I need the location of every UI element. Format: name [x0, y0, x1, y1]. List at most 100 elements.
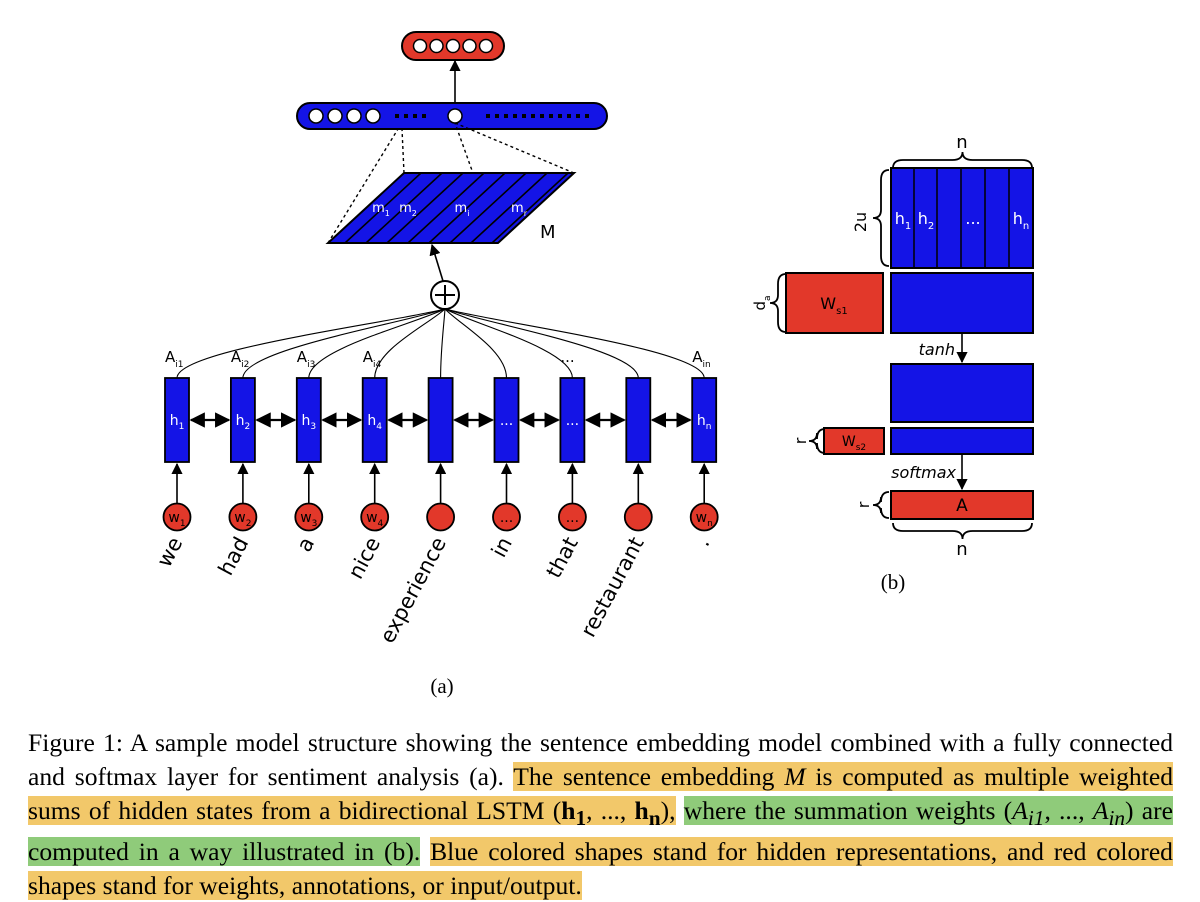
hidden-matrix-column-label: ... [965, 209, 980, 228]
hidden-matrix-column-label: h1 [895, 209, 912, 232]
tanh-input-rect [890, 272, 1034, 334]
input-word: nice [343, 533, 385, 583]
input-word-node: ... [492, 502, 521, 532]
hidden-matrix-rect [890, 167, 1034, 269]
hidden-state: hn [691, 377, 718, 463]
fully-connected-node [447, 108, 463, 124]
input-word-node: ... [558, 502, 587, 532]
matrix-m-row-line [344, 173, 422, 243]
input-word-label: w2 [234, 510, 251, 529]
fully-connected-layer [296, 102, 608, 130]
input-word-node: w2 [228, 502, 258, 532]
figure-a-sublabel: (a) [430, 674, 453, 698]
attention-weight-label: Ain [692, 348, 710, 370]
matrix-m-row-line [554, 173, 574, 243]
input-word-label: ... [566, 510, 579, 526]
attention-matrix-a-rect [890, 490, 1034, 520]
input-word-label: ... [500, 510, 513, 526]
hidden-state-rect [691, 377, 718, 463]
input-word-label: w1 [168, 510, 185, 529]
hidden-state-label: ... [500, 413, 513, 429]
matrix-column-label: m2 [399, 201, 417, 218]
attention-curve [440, 308, 446, 379]
brace-r1 [808, 428, 826, 454]
input-word-label: wn [696, 510, 713, 529]
figure-caption: Figure 1: A sample model structure showi… [28, 726, 1174, 902]
fully-connected-node [308, 108, 324, 124]
attention-curve [444, 308, 508, 379]
matrix-m-row-line [365, 173, 443, 243]
caption-sentence-1: Figure 1: A sample model structure showi… [28, 728, 1173, 791]
label-tanh: tanh [919, 340, 955, 359]
hidden-state-rect [361, 377, 388, 463]
input-word: restaurant [576, 533, 649, 641]
projection-line [327, 128, 399, 244]
brace-r2 [872, 491, 890, 519]
label-n-bottom: n [956, 539, 967, 560]
hidden-state-rect [493, 377, 520, 463]
input-word-circle [426, 502, 456, 532]
brace-n-top [892, 151, 1033, 169]
matrix-column-label: mi [455, 201, 470, 218]
hidden-state-rect [164, 377, 190, 463]
figure-b-sublabel: (b) [881, 570, 906, 594]
output-node [478, 38, 494, 54]
attention-curve [308, 308, 446, 379]
label-2u: 2u [851, 212, 870, 232]
attention-weight-label: Ai2 [231, 348, 250, 370]
label-r2: r [854, 501, 873, 508]
matrix-m-row-line [407, 173, 485, 243]
hidden-state-label: h4 [367, 413, 382, 432]
input-word-circle [294, 502, 324, 532]
matrix-m-row-line [449, 173, 527, 243]
input-word: in [487, 533, 517, 561]
hidden-state-rect [295, 377, 322, 463]
output-node [462, 38, 477, 54]
hidden-state: ... [493, 377, 520, 463]
input-word-circle [492, 502, 521, 532]
input-word: . [690, 533, 714, 550]
hidden-state: h2 [229, 377, 256, 463]
arrow-sum-to-matrix [429, 243, 444, 282]
attention-curve [374, 308, 446, 379]
hidden-state: h1 [164, 377, 190, 463]
input-word-circle [162, 502, 192, 532]
ws2-label: Ws2 [842, 434, 866, 453]
attention-weight-label: ... [560, 348, 574, 366]
hidden-state: h4 [361, 377, 388, 463]
caption-math-m: M [784, 762, 806, 791]
input-word: experience [375, 533, 451, 647]
hidden-matrix-column-label: hn [1013, 209, 1029, 232]
input-word: that [542, 533, 583, 582]
attention-curve [444, 308, 705, 379]
hidden-state-label: h2 [236, 413, 251, 432]
input-word-label: w3 [300, 510, 317, 529]
input-word-circle [360, 502, 390, 532]
matrix-column-label: m1 [372, 201, 390, 218]
weighted-sum-node [430, 280, 460, 310]
output-layer [401, 31, 505, 61]
tanh-output-rect [890, 363, 1034, 423]
label-n-top: n [956, 132, 967, 153]
input-word-node: w4 [360, 502, 390, 532]
ws2-product-rect [890, 427, 1034, 455]
brace-2u [872, 169, 890, 267]
matrix-m-row-line [428, 173, 506, 243]
brace-da [769, 273, 787, 333]
ws1-rect [785, 272, 884, 334]
input-word-node: wn [689, 502, 719, 532]
matrix-m-shape [325, 172, 577, 244]
hidden-state-label: hn [697, 413, 712, 432]
attention-weight-label: Ai3 [297, 348, 316, 370]
input-word: had [214, 533, 254, 579]
input-word: we [152, 533, 187, 571]
input-word-node: w3 [294, 502, 324, 532]
input-word-node [426, 502, 456, 532]
hidden-state [625, 377, 652, 463]
label-da: da [751, 295, 773, 310]
matrix-m-label: M [540, 222, 556, 243]
fully-connected-node [346, 108, 362, 124]
